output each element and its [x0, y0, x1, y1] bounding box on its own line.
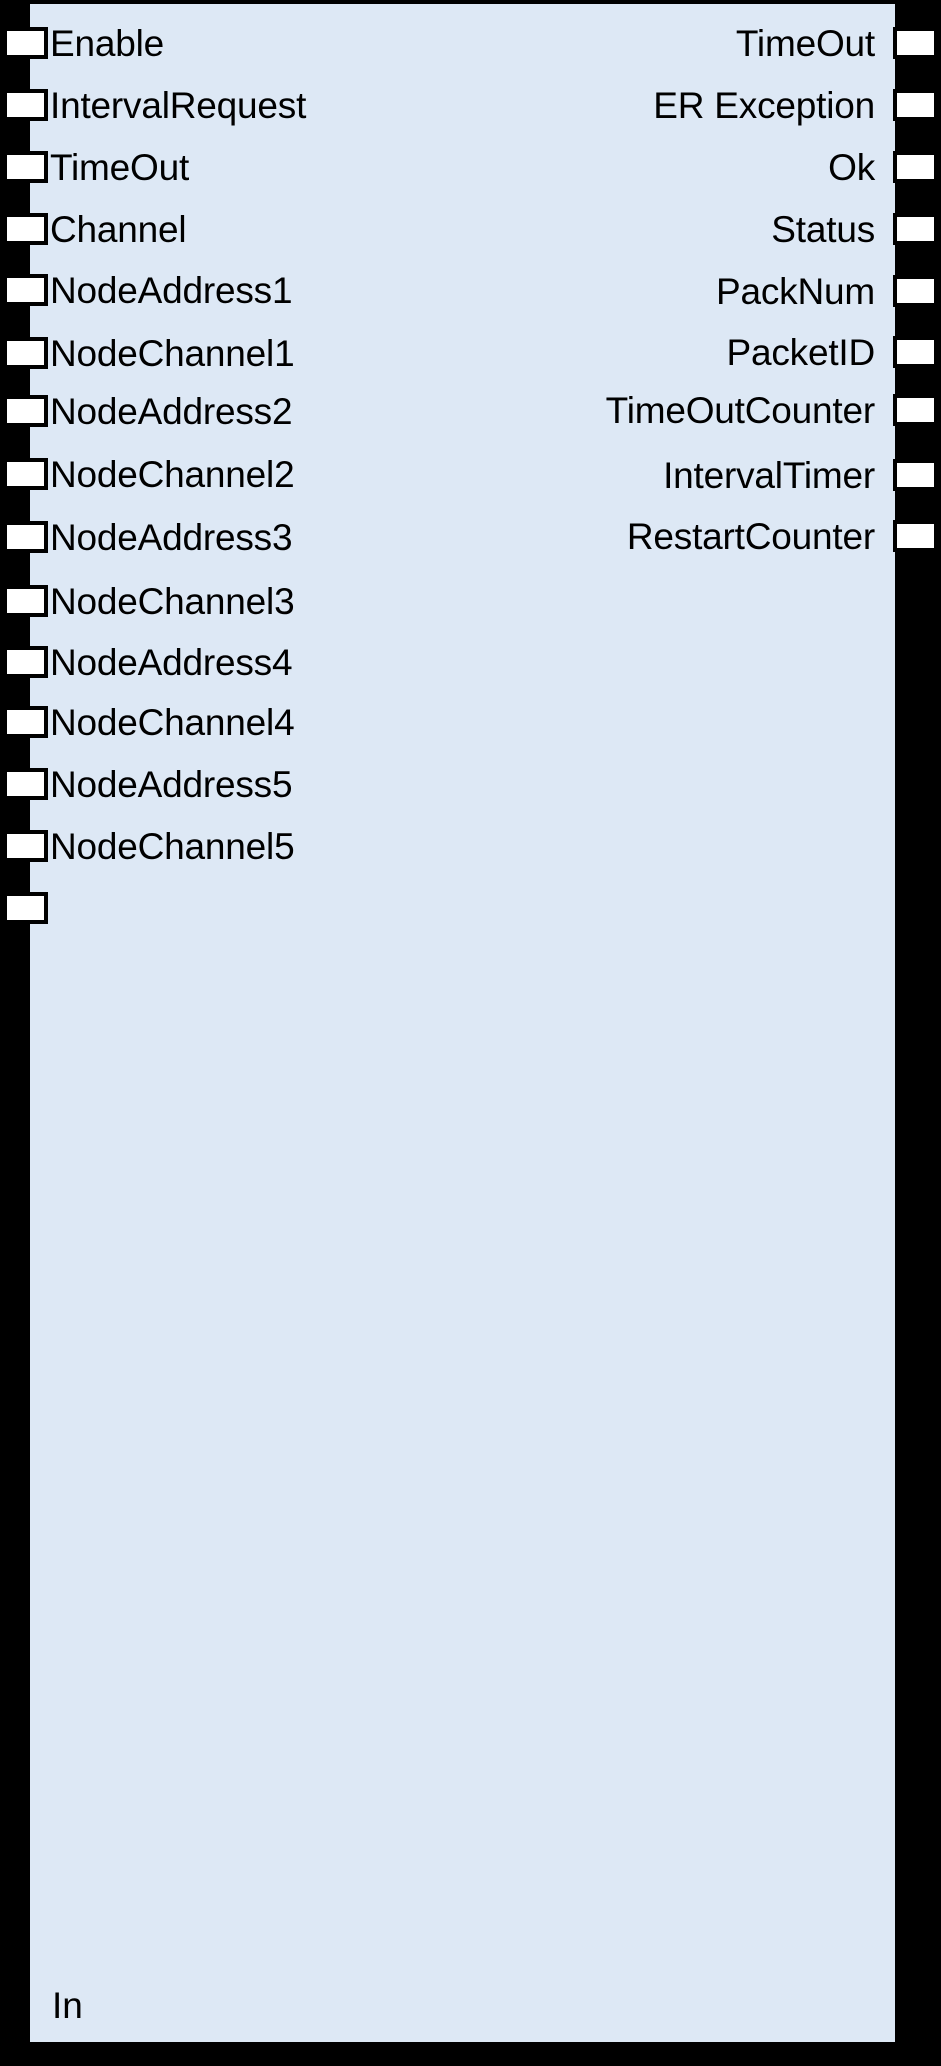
- input-pin-label: NodeAddress1: [50, 269, 293, 311]
- output-pin-timeout[interactable]: TimeOut: [241, 22, 941, 64]
- input-connector-icon[interactable]: [3, 646, 48, 678]
- input-pin-label: IntervalRequest: [50, 84, 307, 126]
- input-connector-icon[interactable]: [3, 151, 48, 183]
- input-pin-label: TimeOut: [50, 146, 190, 188]
- input-pin-label: Enable: [50, 22, 165, 64]
- input-connector-icon[interactable]: [3, 521, 48, 553]
- input-pin-nodeaddress5[interactable]: NodeAddress5: [0, 763, 600, 805]
- input-connector-icon[interactable]: [3, 892, 48, 924]
- input-connector-icon[interactable]: [3, 706, 48, 738]
- input-pin-label: NodeAddress5: [50, 763, 293, 805]
- input-pin-label: NodeChannel1: [50, 332, 295, 374]
- input-connector-icon[interactable]: [3, 830, 48, 862]
- input-pin-label: NodeChannel5: [50, 825, 295, 867]
- input-connector-icon[interactable]: [3, 27, 48, 59]
- output-pin-label: PacketID: [726, 331, 875, 373]
- output-connector-icon[interactable]: [893, 213, 938, 245]
- input-pin-label: NodeChannel2: [50, 453, 295, 495]
- output-connector-icon[interactable]: [893, 520, 938, 552]
- input-pin-label: Channel: [50, 208, 187, 250]
- output-pin-label: Status: [771, 208, 875, 250]
- output-pin-er-exception[interactable]: ER Exception: [241, 84, 941, 126]
- input-pin-label: NodeAddress2: [50, 390, 293, 432]
- output-connector-icon[interactable]: [893, 151, 938, 183]
- input-pin-nodechannel1[interactable]: NodeChannel1: [0, 332, 600, 374]
- output-pin-status[interactable]: Status: [241, 208, 941, 250]
- input-pin-nodeaddress1[interactable]: NodeAddress1: [0, 269, 600, 311]
- input-connector-icon[interactable]: [3, 274, 48, 306]
- output-pin-label: PackNum: [716, 270, 875, 312]
- block-footer-label: In: [52, 1985, 83, 2026]
- input-connector-icon[interactable]: [3, 89, 48, 121]
- output-pin-timeoutcounter[interactable]: TimeOutCounter: [241, 389, 941, 431]
- input-pin-timeout[interactable]: TimeOut: [0, 146, 600, 188]
- function-block-body: [30, 4, 895, 2042]
- input-pin-channel[interactable]: Channel: [0, 208, 600, 250]
- output-pin-packnum[interactable]: PackNum: [241, 270, 941, 312]
- input-pin-label: NodeChannel3: [50, 580, 295, 622]
- output-connector-icon[interactable]: [893, 27, 938, 59]
- input-pin-label: NodeAddress3: [50, 516, 293, 558]
- input-pin-label: NodeChannel4: [50, 701, 295, 743]
- input-pin-unlabeled[interactable]: [0, 891, 600, 925]
- input-pin-intervalrequest[interactable]: IntervalRequest: [0, 84, 600, 126]
- input-connector-icon[interactable]: [3, 768, 48, 800]
- output-pin-label: Ok: [828, 146, 875, 188]
- input-pin-nodeaddress4[interactable]: NodeAddress4: [0, 641, 600, 683]
- input-connector-icon[interactable]: [3, 395, 48, 427]
- input-pin-nodeaddress2[interactable]: NodeAddress2: [0, 390, 600, 432]
- input-connector-icon[interactable]: [3, 213, 48, 245]
- input-pin-label: NodeAddress4: [50, 641, 293, 683]
- output-pin-intervaltimer[interactable]: IntervalTimer: [241, 454, 941, 496]
- output-pin-label: IntervalTimer: [663, 454, 875, 496]
- output-pin-label: RestartCounter: [626, 515, 875, 557]
- output-connector-icon[interactable]: [893, 336, 938, 368]
- input-connector-icon[interactable]: [3, 337, 48, 369]
- output-pin-label: TimeOutCounter: [605, 389, 876, 431]
- output-connector-icon[interactable]: [893, 89, 938, 121]
- input-pin-nodechannel5[interactable]: NodeChannel5: [0, 825, 600, 867]
- input-connector-icon[interactable]: [3, 458, 48, 490]
- input-connector-icon[interactable]: [3, 585, 48, 617]
- output-connector-icon[interactable]: [893, 459, 938, 491]
- output-pin-label: TimeOut: [735, 22, 875, 64]
- input-pin-enable[interactable]: Enable: [0, 22, 600, 64]
- output-pin-packetid[interactable]: PacketID: [241, 331, 941, 373]
- output-pin-ok[interactable]: Ok: [241, 146, 941, 188]
- output-pin-restartcounter[interactable]: RestartCounter: [241, 515, 941, 557]
- output-connector-icon[interactable]: [893, 275, 938, 307]
- input-pin-nodeaddress3[interactable]: NodeAddress3: [0, 516, 600, 558]
- input-pin-nodechannel2[interactable]: NodeChannel2: [0, 453, 600, 495]
- input-pin-nodechannel3[interactable]: NodeChannel3: [0, 580, 600, 622]
- input-pin-nodechannel4[interactable]: NodeChannel4: [0, 701, 600, 743]
- output-connector-icon[interactable]: [893, 394, 938, 426]
- output-pin-label: ER Exception: [653, 84, 875, 126]
